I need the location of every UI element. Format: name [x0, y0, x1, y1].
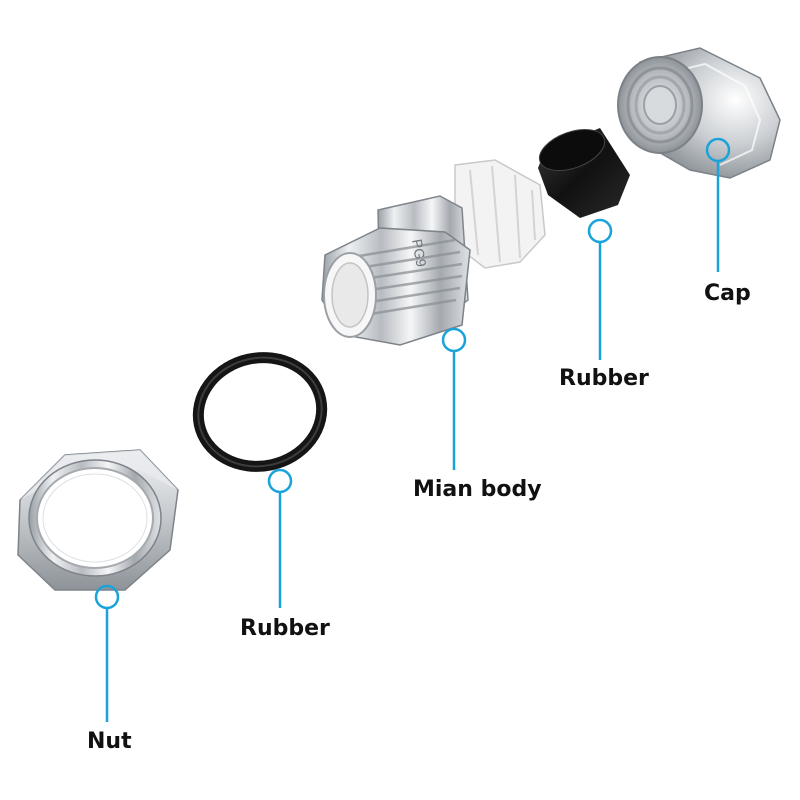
nut-part — [17, 449, 179, 591]
seal-part — [538, 128, 630, 218]
label-nut: Nut — [87, 729, 132, 754]
callout-o-ring — [267, 468, 293, 608]
cap-part — [617, 47, 781, 179]
label-main-body: Mian body — [413, 477, 542, 502]
callout-nut — [94, 584, 120, 722]
callout-cap — [705, 137, 731, 272]
main-body-part: PG9 — [321, 159, 546, 346]
label-cap: Cap — [704, 281, 751, 306]
label-seal: Rubber — [559, 366, 649, 391]
callout-seal — [587, 218, 613, 360]
label-o-ring: Rubber — [240, 616, 330, 641]
body-engraving: PG9 — [409, 238, 430, 269]
callout-main-body — [441, 327, 467, 470]
o-ring-part — [192, 352, 328, 472]
